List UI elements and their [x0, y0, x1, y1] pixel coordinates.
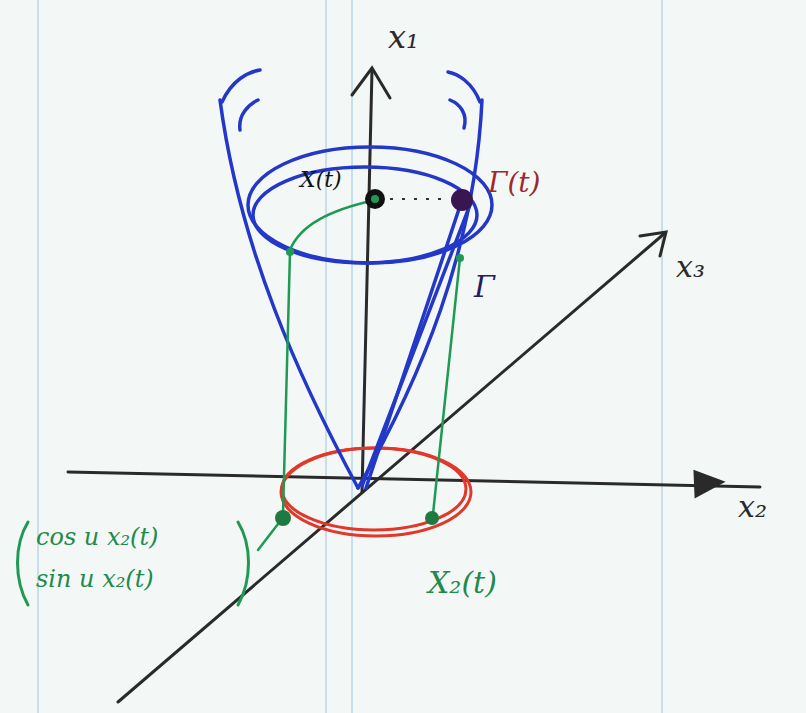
curve-label: Γ — [474, 270, 495, 303]
point-label: X(t) — [300, 168, 342, 192]
vector-component: cos u x₂(t) — [36, 524, 158, 550]
curve-label: X₂(t) — [428, 566, 497, 599]
axis-label: x₂ — [738, 490, 767, 523]
axis-label: x₃ — [676, 250, 705, 283]
point-label: Γ(t) — [488, 168, 541, 199]
axis-label: x₁ — [388, 20, 419, 55]
vector-component: sin u x₂(t) — [36, 566, 154, 592]
